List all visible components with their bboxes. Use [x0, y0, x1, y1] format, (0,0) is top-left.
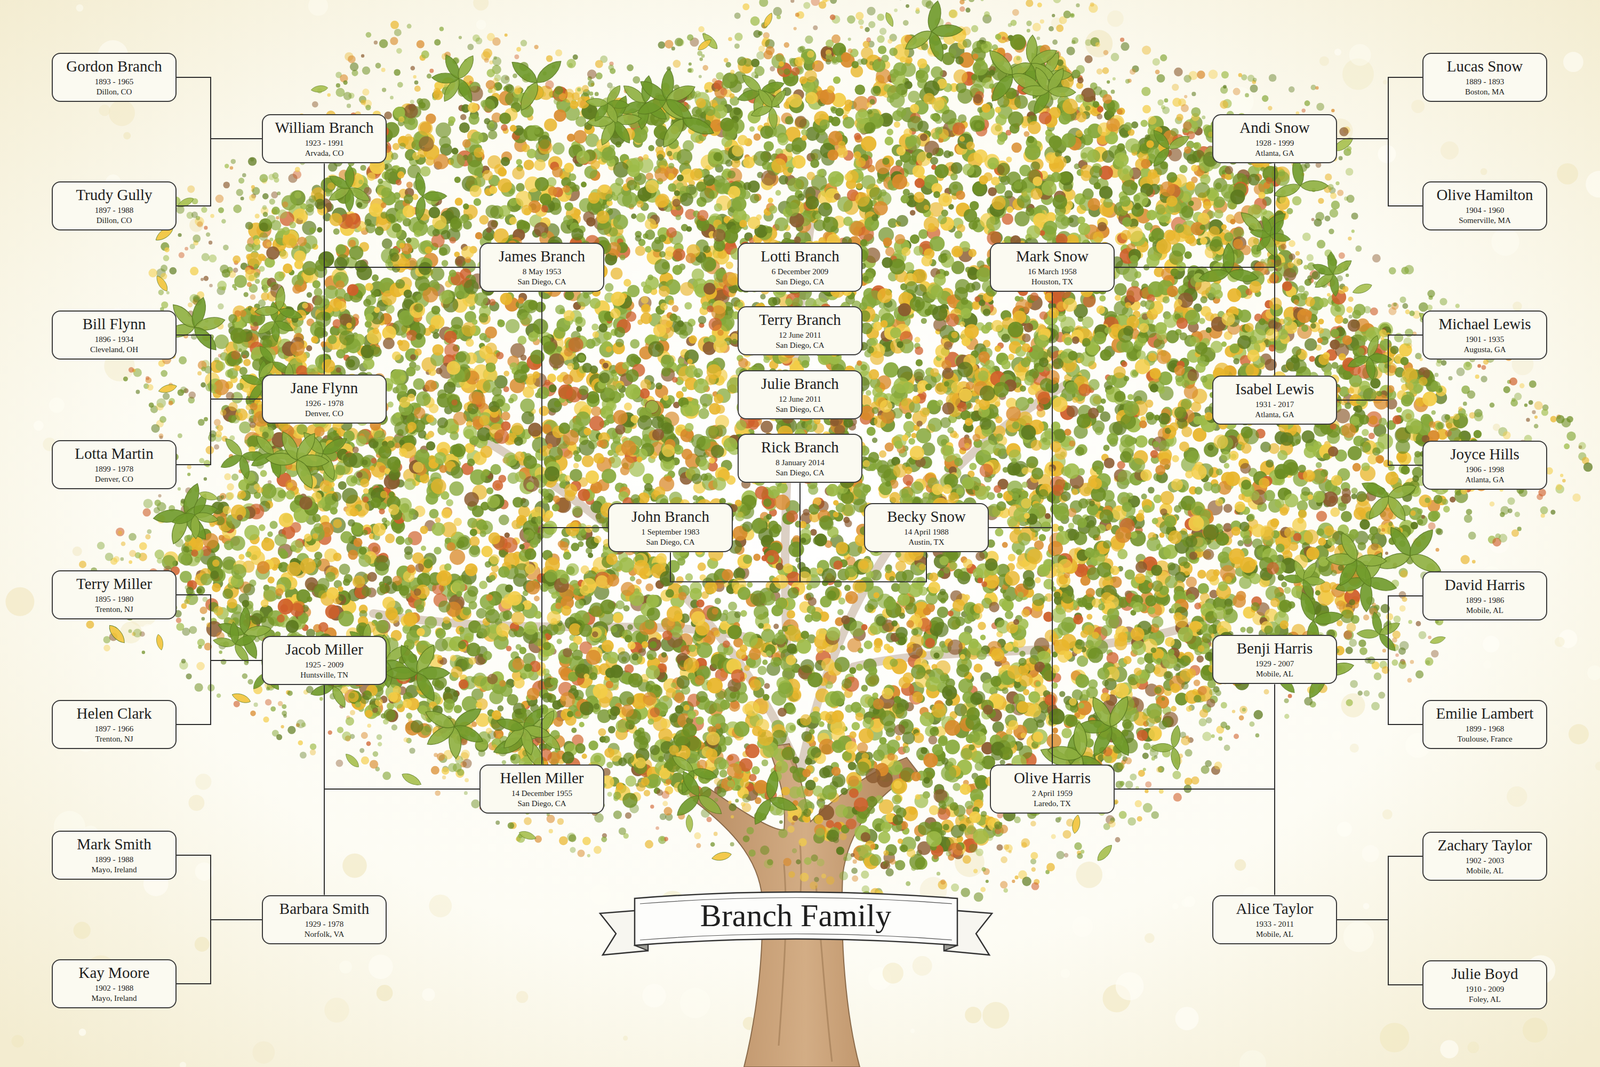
- family-tree-page: Gordon Branch1893 - 1965Dillon, COLucas …: [0, 0, 1600, 1067]
